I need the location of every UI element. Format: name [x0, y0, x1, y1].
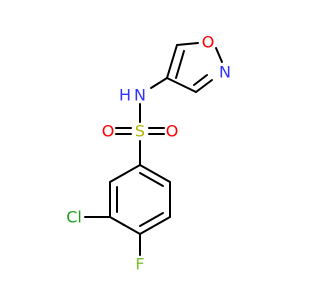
bond-n-c3 — [195, 79, 213, 93]
atom-oxygen-isoxazole: O — [202, 33, 215, 52]
bond-c4-c5 — [166, 44, 178, 79]
atom-oxygen-sulfonyl-left: O — [102, 122, 115, 141]
atom-nitrogen-isoxazole: N — [219, 63, 231, 82]
atom-layer: N H O N S O O Cl F — [66, 33, 231, 274]
bond-c1-c2 — [109, 164, 141, 183]
bond-c6-c1 — [139, 164, 171, 183]
molecule-structure: N H O N S O O Cl F — [66, 33, 231, 274]
bond-c4-c5 — [139, 216, 171, 235]
atom-chlorine: Cl — [66, 208, 82, 227]
atom-oxygen-sulfonyl-right: O — [166, 122, 179, 141]
atom-hydrogen-amide: H — [119, 86, 131, 105]
bond-c5-o — [176, 42, 199, 46]
bond-c4-c5-inner — [139, 212, 164, 227]
bond-layer — [84, 42, 223, 256]
bond-n-c3-double — [193, 74, 208, 86]
bond-c3-c4 — [109, 216, 141, 235]
bond-o-n — [215, 47, 223, 63]
bond-c3-c4 — [166, 77, 197, 93]
atom-fluorine: F — [135, 255, 144, 274]
molecule-canvas: N H O N S O O Cl F — [66, 32, 231, 274]
bond-c4-c5-double — [175, 50, 185, 79]
bond-c6-c1-inner — [139, 172, 164, 187]
atom-nitrogen-amide: N — [134, 86, 146, 105]
bond-c4-n — [150, 77, 168, 89]
atom-sulfur: S — [135, 122, 145, 141]
